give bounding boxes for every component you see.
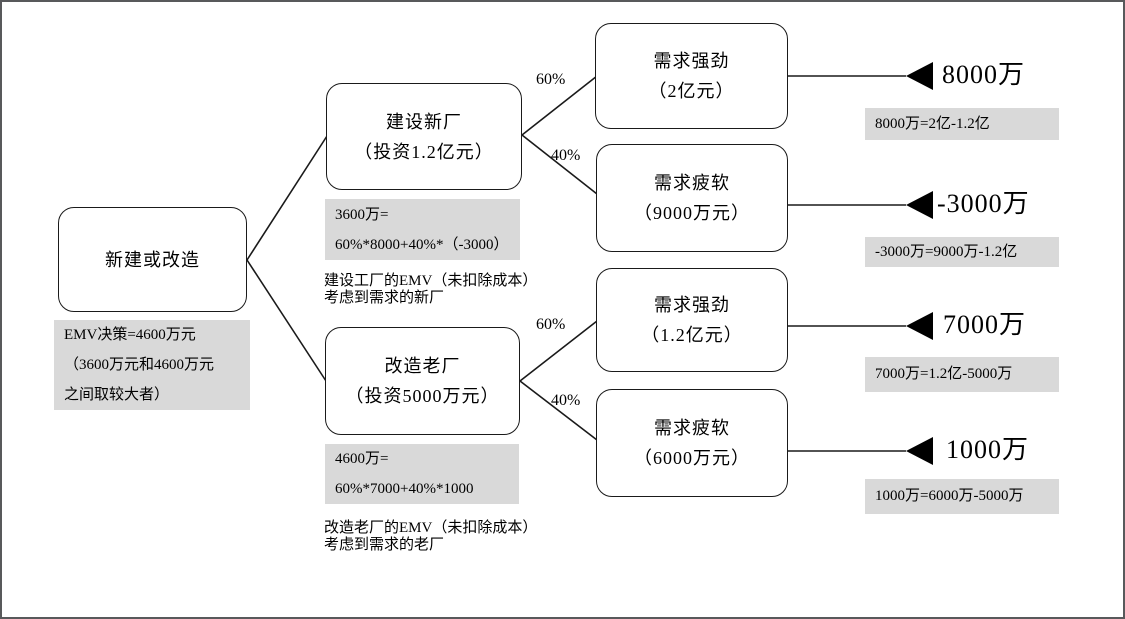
payoff-value: 1000万 bbox=[946, 435, 1030, 464]
connector-line bbox=[519, 380, 598, 441]
payoff-value: 7000万 bbox=[943, 310, 1027, 339]
node-title: 需求强劲 bbox=[654, 295, 730, 315]
payoff-value: -3000万 bbox=[937, 189, 1030, 218]
caption-line: 考虑到需求的老厂 bbox=[324, 537, 445, 553]
payoff-note: -3000万=9000万-1.2亿 bbox=[865, 237, 1059, 267]
payoff-value: 8000万 bbox=[942, 60, 1026, 89]
payoff-note: 8000万=2亿-1.2亿 bbox=[865, 108, 1059, 140]
emv-note-line: 3600万= bbox=[335, 206, 389, 223]
connector-line bbox=[246, 259, 327, 382]
renovate-caption: 改造老厂的EMV（未扣除成本） 考虑到需求的老厂 bbox=[324, 520, 537, 554]
node-root: 新建或改造 bbox=[58, 207, 247, 312]
node-subtitle: （投资1.2亿元） bbox=[354, 141, 494, 162]
emv-note-line: 60%*7000+40%*1000 bbox=[335, 481, 474, 497]
connector-line bbox=[519, 320, 598, 382]
connector-line bbox=[246, 135, 328, 261]
payoff-note: 1000万=6000万-5000万 bbox=[865, 479, 1059, 514]
caption-line: 建设工厂的EMV（未扣除成本） bbox=[324, 273, 538, 289]
root-emv-note-line: 之间取较大者） bbox=[64, 387, 170, 403]
caption-line: 考虑到需求的新厂 bbox=[324, 290, 445, 306]
probability-label: 60% bbox=[536, 316, 566, 333]
build-new-emv-note: 3600万= 60%*8000+40%*（-3000） bbox=[325, 199, 520, 260]
node-title: 需求疲软 bbox=[654, 418, 730, 438]
probability-label: 40% bbox=[551, 147, 581, 164]
probability-label: 60% bbox=[536, 71, 566, 88]
payoff-arrow-icon bbox=[906, 437, 933, 465]
node-subtitle: （9000万元） bbox=[634, 203, 750, 223]
node-subtitle: （6000万元） bbox=[634, 448, 750, 468]
connector-line bbox=[521, 75, 598, 136]
caption-line: 改造老厂的EMV（未扣除成本） bbox=[324, 520, 538, 536]
payoff-arrow-icon bbox=[906, 312, 933, 340]
root-emv-note-line: EMV决策=4600万元 bbox=[64, 327, 196, 343]
node-title: 改造老厂 bbox=[384, 356, 461, 376]
payoff-arrow-icon bbox=[906, 62, 933, 90]
node-subtitle: （1.2亿元） bbox=[641, 325, 743, 345]
node-root-label: 新建或改造 bbox=[105, 249, 200, 270]
payoff-note: 7000万=1.2亿-5000万 bbox=[865, 357, 1059, 392]
node-build-new-plant: 建设新厂 （投资1.2亿元） bbox=[326, 83, 522, 190]
connector-line bbox=[521, 134, 598, 195]
node-title: 建设新厂 bbox=[386, 111, 462, 132]
probability-label: 40% bbox=[551, 392, 581, 409]
payoff-arrow-icon bbox=[906, 191, 933, 219]
root-emv-note-line: （3600万元和4600万元 bbox=[64, 357, 215, 373]
node-strong-demand-1: 需求强劲 （2亿元） bbox=[595, 23, 788, 129]
node-title: 需求疲软 bbox=[654, 173, 730, 193]
build-new-caption: 建设工厂的EMV（未扣除成本） 考虑到需求的新厂 bbox=[324, 273, 537, 307]
node-strong-demand-2: 需求强劲 （1.2亿元） bbox=[596, 268, 788, 372]
emv-note-line: 4600万= bbox=[335, 451, 389, 467]
root-emv-note: EMV决策=4600万元 （3600万元和4600万元 之间取较大者） bbox=[54, 320, 250, 410]
node-weak-demand-2: 需求疲软 （6000万元） bbox=[596, 389, 788, 497]
node-subtitle: （投资5000万元） bbox=[345, 386, 500, 406]
node-subtitle: （2亿元） bbox=[648, 81, 735, 101]
node-weak-demand-1: 需求疲软 （9000万元） bbox=[596, 144, 788, 252]
node-title: 需求强劲 bbox=[653, 51, 730, 71]
renovate-emv-note: 4600万= 60%*7000+40%*1000 bbox=[325, 444, 519, 504]
node-renovate-old-plant: 改造老厂 （投资5000万元） bbox=[325, 327, 520, 435]
emv-note-line: 60%*8000+40%*（-3000） bbox=[335, 236, 509, 253]
